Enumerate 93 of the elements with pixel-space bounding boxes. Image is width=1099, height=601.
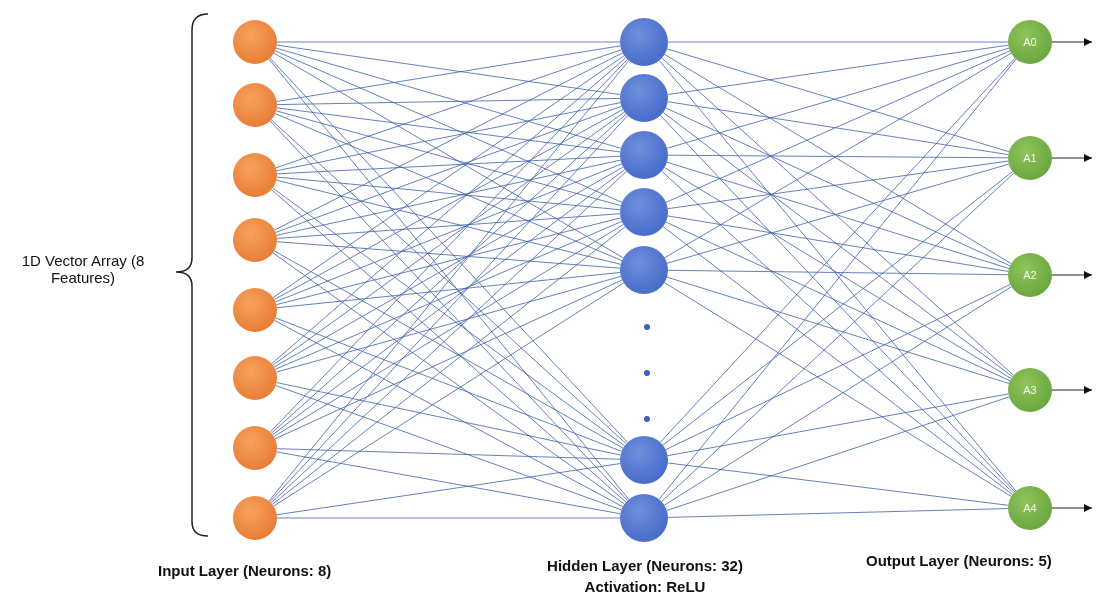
connection-line — [667, 215, 1009, 272]
connection-line — [275, 110, 622, 207]
input-neuron — [233, 20, 277, 64]
neuron-label: A3 — [1023, 384, 1037, 396]
layer-label: Output Layer (Neurons: 5) — [866, 552, 1053, 569]
output-neuron — [1008, 20, 1052, 64]
hidden-neuron — [620, 74, 668, 122]
connection-line — [667, 462, 1009, 506]
connection-line — [276, 517, 621, 519]
connection-line — [274, 113, 623, 262]
connection-line — [667, 160, 1009, 210]
connection-line — [662, 171, 1014, 446]
output-neuron — [1008, 368, 1052, 412]
connection-line — [276, 382, 621, 456]
input-description: 1D Vector Array (8 Features) — [20, 252, 146, 286]
connection-line — [276, 451, 621, 515]
input-neuron — [233, 288, 277, 332]
output-neuron — [1008, 486, 1052, 530]
neuron-label: A1 — [1023, 152, 1037, 164]
output-arrow — [1051, 153, 1093, 163]
connection-line — [276, 155, 621, 175]
input-neuron — [233, 356, 277, 400]
connection-line — [276, 102, 621, 172]
connection-line — [272, 55, 625, 298]
connection-line — [667, 101, 1009, 155]
output-arrow — [1051, 385, 1093, 395]
connection-line — [667, 44, 1009, 95]
connection-line — [664, 167, 1012, 379]
connection-line — [275, 385, 622, 511]
connection-line — [667, 508, 1009, 518]
connection-line — [275, 47, 622, 149]
connection-line — [665, 107, 1011, 267]
connection-line — [275, 217, 622, 306]
connection-line — [667, 41, 1009, 43]
connection-line — [275, 317, 622, 452]
connection-line — [273, 250, 624, 449]
connection-line — [274, 319, 624, 508]
input-neuron — [233, 153, 277, 197]
connection-line — [665, 50, 1011, 203]
input-neuron — [233, 83, 277, 127]
hidden-neuron — [620, 436, 668, 484]
hidden-neuron — [620, 246, 668, 294]
connection-line — [276, 241, 621, 269]
activation-label: Activation: ReLU — [583, 578, 707, 595]
connection-line — [665, 284, 1011, 451]
hidden-neuron — [620, 131, 668, 179]
hidden-neuron — [620, 494, 668, 542]
connection-line — [274, 279, 623, 440]
connection-line — [275, 49, 622, 169]
connection-line — [276, 463, 621, 516]
connection-line — [276, 213, 621, 239]
output-neuron — [1008, 253, 1052, 297]
connection-line — [274, 221, 623, 370]
connection-line — [667, 269, 1009, 276]
connection-line — [667, 393, 1009, 457]
connection-line — [273, 224, 624, 437]
connection-line — [666, 276, 1010, 384]
neuron-label: A4 — [1023, 502, 1037, 514]
input-neuron — [233, 496, 277, 540]
connection-line — [272, 111, 625, 366]
connection-line — [661, 57, 1015, 376]
connection-line — [271, 57, 627, 364]
connection-line — [662, 112, 1013, 378]
connection-line — [275, 179, 622, 265]
layer-label: Input Layer (Neurons: 8) — [158, 562, 333, 579]
input-neuron — [233, 218, 277, 262]
output-arrow — [1051, 37, 1093, 47]
neuron-label: A2 — [1023, 269, 1037, 281]
connection-line — [276, 41, 621, 43]
input-neuron — [233, 426, 277, 470]
connection-line — [273, 109, 624, 300]
connection-line — [666, 396, 1010, 511]
connection-line — [276, 107, 621, 153]
connection-line — [276, 159, 621, 236]
layer-label: Hidden Layer (Neurons: 32) — [546, 557, 744, 574]
neuron-label: A0 — [1023, 36, 1037, 48]
connection-line — [276, 448, 621, 460]
connection-line — [276, 272, 621, 309]
connection-line — [275, 105, 622, 233]
connection-line — [275, 163, 623, 303]
connection-line — [665, 221, 1011, 382]
connection-line — [276, 98, 621, 105]
output-neuron — [1008, 136, 1052, 180]
connection-line — [275, 276, 622, 373]
output-arrow — [1051, 503, 1093, 513]
connection-line — [667, 154, 1009, 159]
hidden-neuron — [620, 18, 668, 66]
connection-line — [662, 226, 1013, 495]
connection-line — [273, 166, 624, 368]
output-arrow — [1051, 270, 1093, 280]
connection-line — [276, 176, 621, 211]
hidden-neuron — [620, 188, 668, 236]
connection-line — [274, 50, 623, 203]
